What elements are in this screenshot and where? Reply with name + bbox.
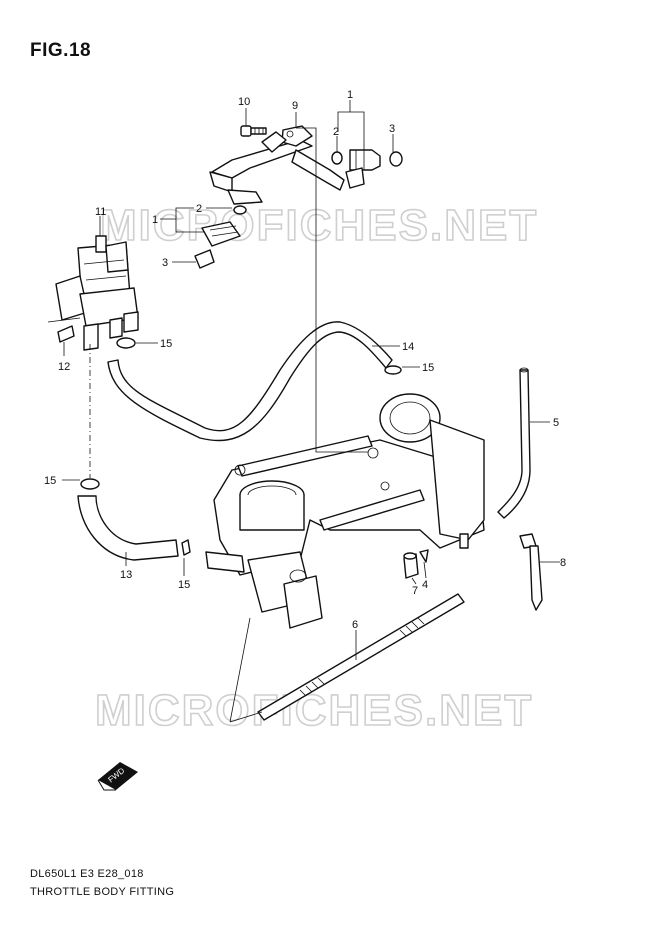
callout-12: 12 [58,361,70,373]
bolt-10 [240,125,267,137]
pair-valve [55,235,139,351]
hose-clamp-15-b [384,365,402,375]
callout-13: 13 [120,569,132,581]
hose-clamp-15-d [181,539,191,556]
bolt-12 [47,317,81,343]
callout-labels: 10 9 1 2 3 11 1 2 3 12 15 14 15 5 15 13 … [44,89,566,631]
callout-2-left: 2 [196,203,202,215]
callout-9: 9 [292,100,298,112]
hose-13 [77,495,179,561]
hose-clamp-15-c [80,478,100,490]
fuel-delivery-pipe [209,125,345,205]
callout-6: 6 [352,619,358,631]
callout-15-a: 15 [160,338,172,350]
clip-4 [419,549,429,563]
fwd-arrow-icon: FWD [97,762,138,791]
leader-lines [62,100,560,723]
callout-15-d: 15 [178,579,190,591]
footer-caption: THROTTLE BODY FITTING [30,886,175,898]
callout-8: 8 [560,557,566,569]
figure-title: FIG.18 [30,40,92,61]
watermark-top: MICROFICHES.NET [100,201,538,250]
footer-code: DL650L1 E3 E28_018 [30,868,144,880]
callout-11: 11 [95,206,106,218]
callout-4: 4 [422,579,428,591]
callout-2-top: 2 [333,126,339,138]
callout-1-left: 1 [152,214,158,226]
fuel-injector-left [194,205,247,269]
throttle-body [205,393,485,629]
hose-clamp-15-a [116,337,136,349]
callout-5: 5 [553,417,559,429]
clamp-tie-8 [519,533,543,611]
callout-7: 7 [412,585,418,597]
cable-6 [257,593,465,721]
hose-5 [497,367,531,519]
callout-3-top: 3 [389,123,395,135]
callout-3-left: 3 [162,257,168,269]
hose-14 [107,321,393,442]
callout-15-c: 15 [44,475,56,487]
callout-1-top: 1 [347,89,353,101]
watermark-bottom: MICROFICHES.NET [95,686,533,735]
cap-7 [403,552,419,579]
callout-14: 14 [402,341,414,353]
fuel-injector-top [331,149,403,189]
callout-10: 10 [238,96,250,108]
callout-15-b: 15 [422,362,434,374]
